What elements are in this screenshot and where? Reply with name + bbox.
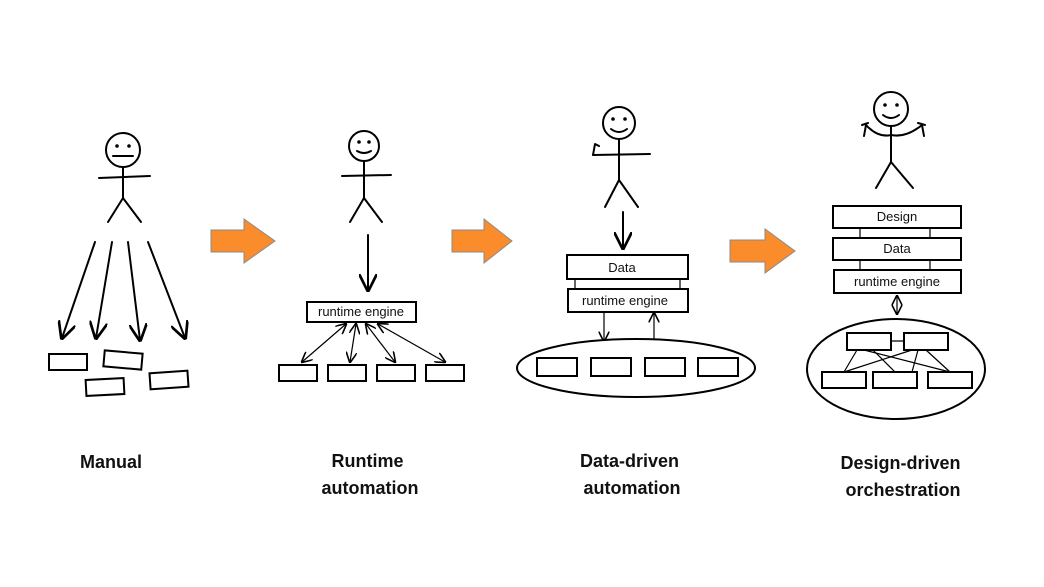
stage-data: Data runtime engine Data-driven automati… — [516, 106, 756, 498]
stage-caption-design: Design-driven orchestration — [840, 453, 965, 500]
graph-node — [927, 371, 973, 389]
stick-figure-icon — [98, 132, 151, 223]
task-box — [425, 364, 465, 382]
task-boxes — [278, 364, 465, 382]
stick-figure-icon — [341, 130, 392, 223]
stage-design: Design Data runtime engine — [806, 91, 986, 500]
task-box — [148, 369, 190, 391]
graph-node — [903, 332, 949, 351]
stage-caption-manual: Manual — [80, 452, 142, 472]
graph-edge — [911, 349, 919, 373]
task-box — [102, 349, 144, 371]
runtime-fanout-arrows — [302, 324, 445, 362]
orchestration-pool — [806, 318, 986, 420]
task-box — [376, 364, 416, 382]
task-boxes — [536, 357, 739, 377]
orange-arrow-icon — [451, 217, 513, 265]
runtime-engine-box: runtime engine — [306, 301, 417, 323]
stage-caption-runtime: Runtime automation — [322, 451, 419, 498]
svg-text:Design: Design — [877, 209, 917, 224]
task-box — [48, 353, 88, 371]
stack-connectors — [574, 278, 681, 290]
graph-edge — [843, 349, 858, 373]
svg-text:runtime engine: runtime engine — [318, 304, 404, 319]
runtime-engine-box: runtime engine — [567, 288, 689, 313]
graph-edge — [925, 349, 951, 373]
task-box — [644, 357, 686, 377]
graph-edge — [843, 349, 913, 373]
stage-manual: Manual — [48, 132, 190, 472]
graph-edge — [863, 349, 951, 373]
graph-edge — [872, 349, 896, 373]
task-box — [327, 364, 367, 382]
orange-arrow-icon — [729, 228, 796, 274]
svg-text:Data: Data — [883, 241, 911, 256]
graph-node — [846, 332, 892, 351]
data-box: Data — [566, 254, 689, 280]
runtime-engine-box: runtime engine — [833, 269, 962, 294]
data-box: Data — [832, 237, 962, 261]
manual-arrows — [62, 241, 185, 340]
task-box — [278, 364, 318, 382]
task-box — [697, 357, 739, 377]
stage-caption-data: Data-driven automation — [580, 451, 684, 498]
task-box — [590, 357, 632, 377]
task-box — [84, 376, 126, 398]
stage-runtime: runtime engine Runtime automation — [278, 130, 465, 498]
design-box: Design — [832, 205, 962, 229]
svg-text:runtime engine: runtime engine — [582, 293, 668, 308]
stack-connectors — [859, 227, 931, 271]
stick-figure-icon — [592, 106, 651, 208]
task-pool — [516, 338, 756, 398]
svg-text:runtime engine: runtime engine — [854, 274, 940, 289]
orange-arrow-icon — [210, 218, 276, 264]
stick-figure-icon — [861, 91, 926, 189]
graph-node — [872, 371, 918, 389]
scattered-task-boxes — [48, 349, 190, 398]
graph-node — [821, 371, 867, 389]
svg-text:Data: Data — [608, 260, 636, 275]
orchestration-graph — [821, 332, 973, 389]
task-box — [536, 357, 578, 377]
